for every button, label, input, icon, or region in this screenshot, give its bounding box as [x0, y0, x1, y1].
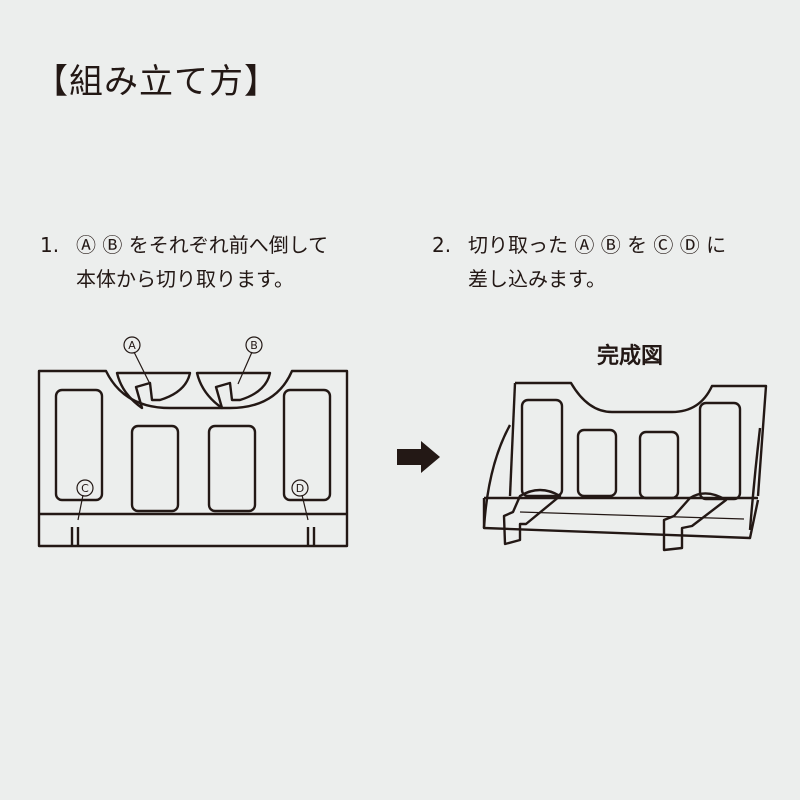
label-c: C [81, 482, 89, 495]
label-a: A [128, 339, 136, 352]
tab-a [115, 371, 192, 410]
label-b: B [250, 339, 258, 352]
flat-template: A B C D [37, 336, 349, 548]
step-1-text-line1: Ⓐ Ⓑ をそれぞれ前へ倒して [76, 233, 329, 257]
window-left [54, 388, 104, 502]
stand-window-center-left [576, 428, 618, 498]
stand-window-left [520, 398, 564, 498]
window-center-left [130, 424, 180, 513]
stand-tab-left [502, 488, 562, 546]
leader-c [77, 494, 84, 521]
template-outline [37, 369, 349, 548]
step-2: 2. 切り取った Ⓐ Ⓑ を Ⓒ Ⓓ に 差し込みます。 [432, 228, 792, 298]
window-center-right [207, 424, 257, 513]
label-d-circle [291, 479, 309, 497]
stand-side-right [748, 427, 762, 531]
label-d: D [296, 482, 304, 495]
leader-b [237, 351, 253, 385]
step-2-text-line1: 切り取った Ⓐ Ⓑ を Ⓒ Ⓓ に [468, 233, 727, 257]
right-arrow-icon [397, 441, 440, 473]
tab-b [195, 371, 272, 410]
step-2-number: 2. [432, 233, 452, 257]
page-title: 【組み立て方】 [34, 62, 279, 102]
label-a-circle [123, 336, 141, 354]
stand-tab-right [662, 492, 728, 552]
stand-base [482, 498, 760, 540]
step-1-number: 1. [40, 233, 60, 257]
stand-window-center-right [638, 430, 680, 500]
stand-window-right [698, 401, 742, 501]
leader-a [133, 351, 151, 385]
step-1: 1. Ⓐ Ⓑ をそれぞれ前へ倒して 本体から切り取ります。 [40, 228, 400, 298]
step-1-text-line2: 本体から切り取ります。 [76, 267, 294, 291]
stand-back-left-edge [508, 382, 517, 497]
completed-stand [482, 381, 768, 552]
complete-diagram-label: 完成図 [596, 344, 663, 369]
stand-side-left [482, 424, 512, 529]
label-c-circle [76, 479, 94, 497]
label-b-circle [245, 336, 263, 354]
step-2-text-line2: 差し込みます。 [468, 267, 606, 291]
window-right [282, 388, 332, 502]
stand-base-inner-line [519, 511, 745, 520]
leader-d [301, 494, 309, 521]
stand-back-panel [515, 381, 768, 497]
